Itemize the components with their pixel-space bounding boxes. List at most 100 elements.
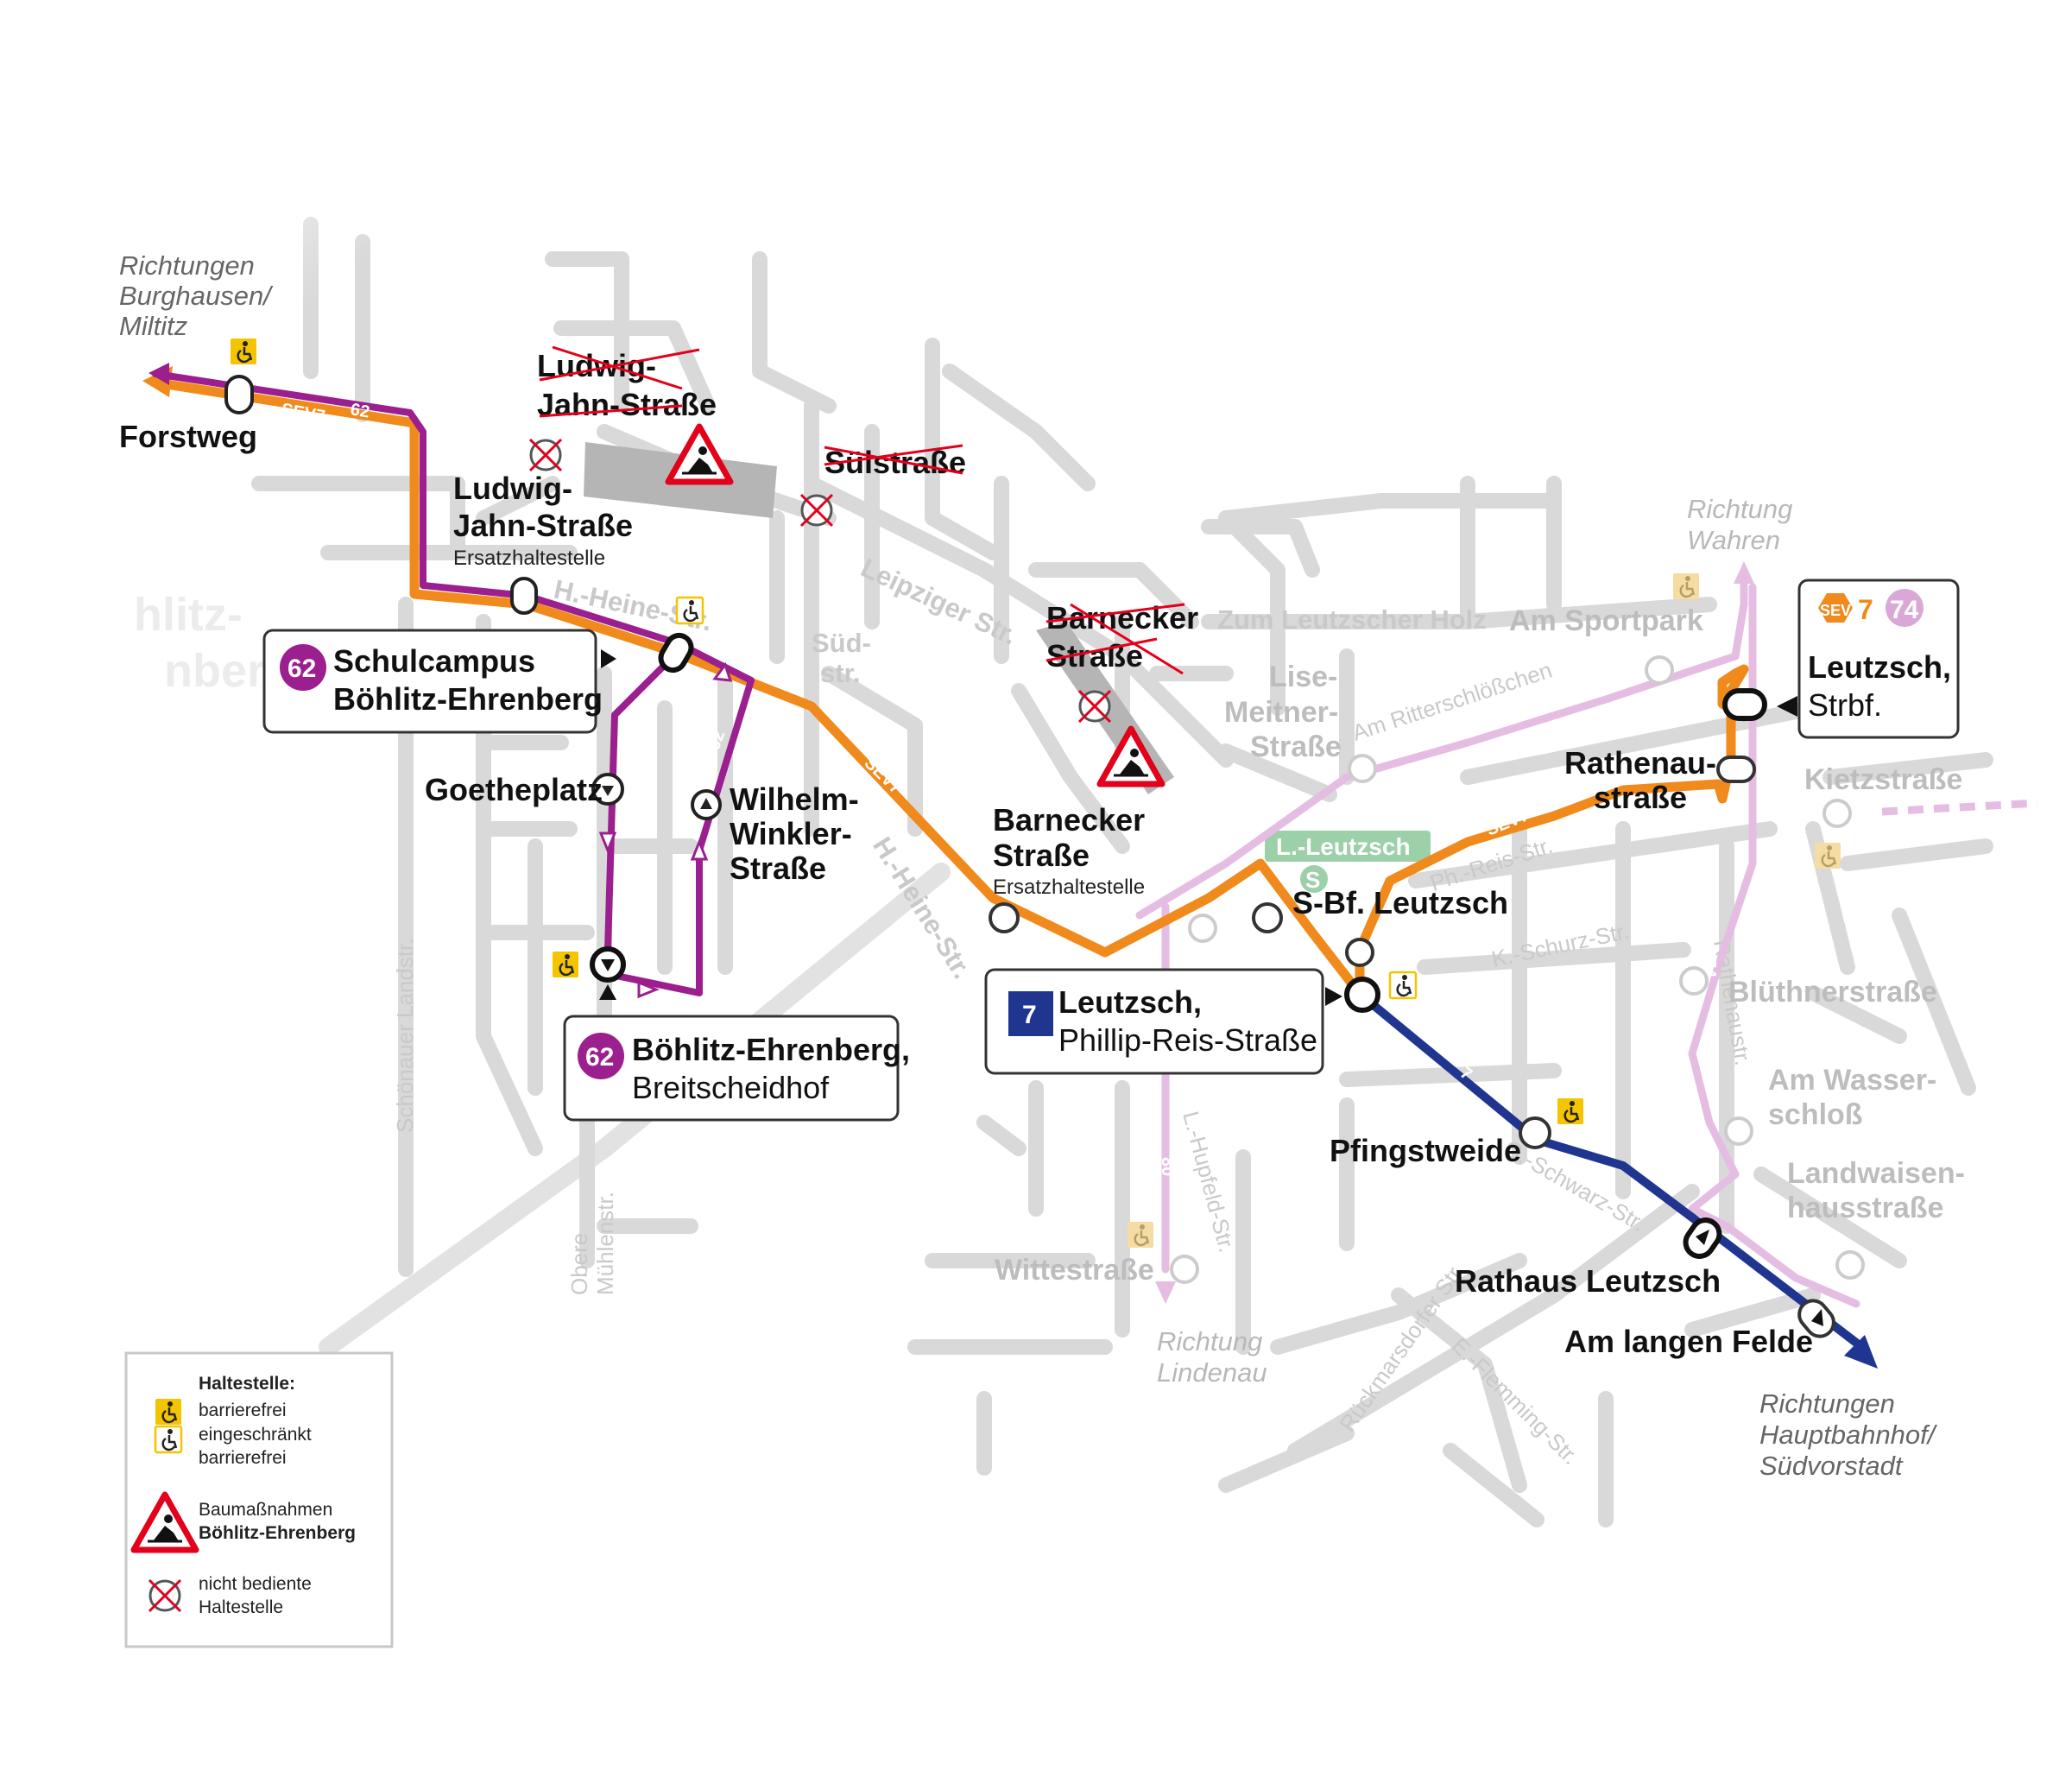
stop-schulcampus-marker[interactable] bbox=[656, 631, 695, 674]
dir-se-1: Richtungen bbox=[1759, 1388, 1895, 1419]
stop-strbf-marker[interactable] bbox=[1722, 688, 1767, 721]
stop-ljs-marker[interactable] bbox=[510, 577, 538, 615]
dir-s-2: Lindenau bbox=[1157, 1357, 1267, 1388]
label-lise-1: Lise- bbox=[1269, 661, 1337, 693]
street-am-ritterschloesschen: Am Ritterschlößchen bbox=[1349, 657, 1556, 746]
dir-nw-1: Richtungen bbox=[119, 250, 255, 281]
line62-badge: 62 bbox=[287, 655, 316, 683]
direction-arrow-icon bbox=[637, 980, 660, 999]
district-boehlitz: hlitz- bbox=[134, 589, 243, 641]
direction-arrow-icon bbox=[712, 661, 733, 682]
callout-strbf-1: Leutzsch, bbox=[1808, 649, 1951, 685]
stop-sbf-leutzsch-marker[interactable] bbox=[1252, 902, 1283, 933]
callout-schulcampus-2: Böhlitz-Ehrenberg bbox=[333, 681, 603, 717]
label-barnecker-1: Barnecker bbox=[993, 802, 1145, 838]
label-rathaus-leutzsch: Rathaus Leutzsch bbox=[1455, 1263, 1721, 1299]
label-landwaisen-1: Landwaisen- bbox=[1787, 1157, 1965, 1190]
street-obere: Obere bbox=[566, 1233, 592, 1295]
dir-s-1: Richtung bbox=[1157, 1326, 1262, 1356]
label-barnecker-2: Straße bbox=[993, 838, 1090, 873]
line62-label: 62 bbox=[349, 400, 371, 422]
arrow-icon bbox=[1734, 561, 1754, 584]
label-pfingstweide: Pfingstweide bbox=[1330, 1133, 1521, 1168]
line7-badge: 7 bbox=[1022, 1001, 1037, 1029]
line74-badge: 74 bbox=[1890, 596, 1919, 624]
direction-arrow-icon bbox=[598, 832, 617, 855]
callout-strbf[interactable]: SEV 7 74 Leutzsch, Strbf. bbox=[1797, 579, 1960, 739]
svg-text:S: S bbox=[1305, 867, 1320, 893]
sev-line-badge: 7 bbox=[1858, 594, 1873, 625]
arrow-icon bbox=[1155, 1281, 1176, 1304]
dir-n-2: Wahren bbox=[1687, 525, 1780, 555]
callout-breitscheidhof-2: Breitscheidhof bbox=[632, 1070, 830, 1105]
sbahn-label: L.-Leutzsch bbox=[1276, 833, 1411, 860]
legend-nicht-bediente-2: Haltestelle bbox=[199, 1597, 283, 1617]
callout-breitscheidhof-1: Böhlitz-Ehrenberg, bbox=[632, 1032, 910, 1067]
label-ww-1: Wilhelm- bbox=[730, 781, 859, 817]
label-ersatz-2: Ersatzhaltestelle bbox=[993, 876, 1145, 899]
label-lise-3: Straße bbox=[1250, 730, 1342, 763]
legend-eingeschraenkt-2: barrierefrei bbox=[199, 1448, 287, 1468]
label-landwaisen-2: hausstraße bbox=[1787, 1192, 1943, 1224]
legend-barrierefrei: barrierefrei bbox=[199, 1401, 287, 1420]
label-ww-3: Straße bbox=[730, 851, 826, 886]
sev7-label-2: SEV7 bbox=[861, 754, 906, 798]
street-muehlen: Mühlenstr. bbox=[592, 1192, 618, 1295]
dir-nw-3: Miltitz bbox=[119, 311, 188, 341]
label-ersatz-1: Ersatzhaltestelle bbox=[453, 547, 605, 570]
legend: Haltestelle: barrierefrei eingeschränkt … bbox=[124, 1351, 394, 1648]
stop-forstweg-marker[interactable] bbox=[224, 375, 254, 414]
line-7-route bbox=[1355, 990, 1860, 1347]
sbahn-station-badge: L.-Leutzsch S bbox=[1265, 831, 1431, 893]
label-rathenau-1: Rathenau- bbox=[1564, 745, 1716, 781]
stop-barnecker-marker[interactable] bbox=[989, 902, 1020, 933]
callout-schulcampus[interactable]: 62 Schulcampus Böhlitz-Ehrenberg bbox=[262, 629, 603, 734]
line-74-80 bbox=[1135, 574, 1860, 1308]
sev-badge: SEV bbox=[1820, 602, 1851, 619]
label-forstweg: Forstweg bbox=[119, 419, 257, 454]
direction-arrow-icon bbox=[690, 838, 709, 861]
street-sued-2: str. bbox=[820, 658, 861, 688]
street-schoenauer: Schönauer Landstr. bbox=[392, 939, 418, 1134]
callout-strbf-2: Strbf. bbox=[1808, 687, 1882, 723]
street-l-hupfeld: L.-Hupfeld-Str. bbox=[1178, 1109, 1240, 1255]
legend-eingeschraenkt-1: eingeschränkt bbox=[199, 1425, 312, 1445]
stop-rathenaustrasse-marker[interactable] bbox=[1716, 756, 1756, 783]
line80-label-2: 80 bbox=[1158, 1157, 1177, 1176]
dir-nw-2: Burghausen/ bbox=[119, 281, 274, 311]
dir-se-3: Südvorstadt bbox=[1759, 1451, 1904, 1481]
label-am-sportpark: Am Sportpark bbox=[1509, 604, 1703, 637]
label-wasserschloss-1: Am Wasser- bbox=[1768, 1064, 1936, 1097]
label-ljs-2: Jahn-Straße bbox=[453, 508, 633, 543]
stop-labels: Forstweg Ludwig- Jahn-Straße Ludwig- Jah… bbox=[119, 345, 1813, 1359]
street-zum-leutzscher-holz: Zum Leutzscher Holz bbox=[1217, 604, 1487, 635]
stop-pfingstweide-marker[interactable] bbox=[1519, 1116, 1551, 1149]
line-62-arrow-icon bbox=[148, 363, 169, 385]
label-ljs-closed-2: Jahn-Straße bbox=[537, 387, 717, 422]
label-rathenau-2: straße bbox=[1594, 780, 1687, 815]
muted-stop-labels: Am Sportpark Lise- Meitner- Straße Kietz… bbox=[995, 604, 1965, 1287]
sev7-route bbox=[150, 377, 1365, 999]
callout-phillip-reis-1: Leutzsch, bbox=[1058, 984, 1202, 1020]
direction-labels: Richtungen Burghausen/ Miltitz Richtung … bbox=[119, 250, 1938, 1481]
legend-title: Haltestelle: bbox=[199, 1374, 295, 1394]
line-7-arrow-icon bbox=[1844, 1335, 1878, 1369]
callout-phillip-reis[interactable]: 7 Leutzsch, Phillip-Reis-Straße bbox=[984, 968, 1324, 1075]
label-wittestrasse: Wittestraße bbox=[995, 1254, 1154, 1287]
label-ljs-1: Ludwig- bbox=[453, 471, 572, 506]
label-kietzstrasse: Kietzstraße bbox=[1804, 763, 1962, 796]
callout-breitscheidhof[interactable]: 62 Böhlitz-Ehrenberg, Breitscheidhof bbox=[563, 1015, 910, 1122]
stops bbox=[224, 337, 1865, 1338]
callout-phillip-reis-2: Phillip-Reis-Straße bbox=[1058, 1022, 1317, 1058]
street-sued: Süd- bbox=[812, 628, 871, 658]
legend-nicht-bediente-1: nicht bediente bbox=[199, 1574, 312, 1594]
legend-baumassnahmen-2: Böhlitz-Ehrenberg bbox=[199, 1523, 356, 1543]
label-ww-2: Winkler- bbox=[730, 816, 852, 851]
stop-phillip-reis-marker[interactable] bbox=[1344, 977, 1380, 1013]
legend-baumassnahmen-1: Baumaßnahmen bbox=[199, 1500, 332, 1520]
label-lise-2: Meitner- bbox=[1224, 696, 1338, 729]
dir-se-2: Hauptbahnhof/ bbox=[1759, 1420, 1938, 1450]
dir-n-1: Richtung bbox=[1687, 494, 1792, 524]
label-am-langen-felde: Am langen Felde bbox=[1564, 1324, 1813, 1359]
